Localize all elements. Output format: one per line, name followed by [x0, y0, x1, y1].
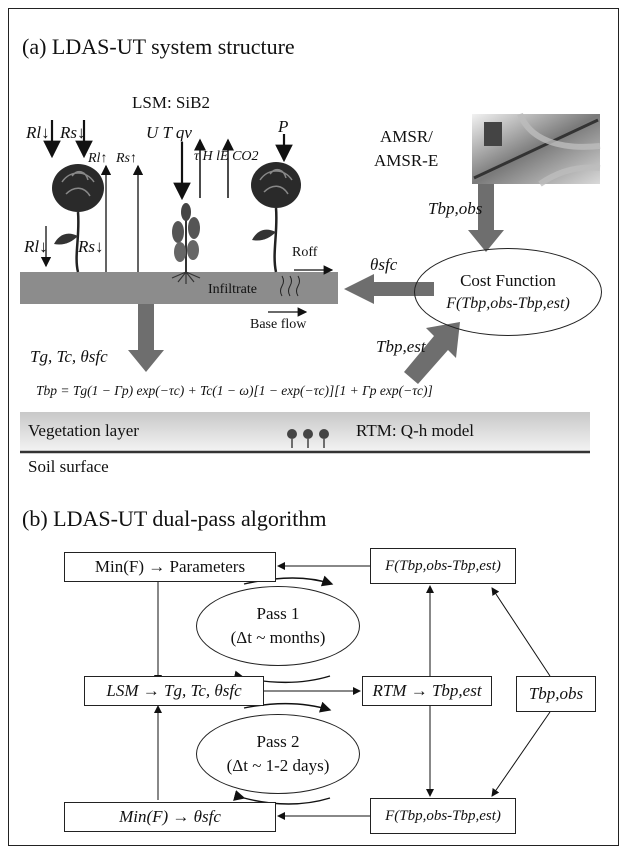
- f-bottom-box: F(Tbp,obs-Tbp,est): [370, 798, 516, 834]
- infiltration-marks: [280, 275, 300, 297]
- pass2-period: (Δt ~ 1-2 days): [226, 756, 330, 775]
- rose-icon-right: [251, 162, 301, 273]
- soil-slab: [20, 272, 338, 304]
- rtm-box: RTM → Tbp,est: [362, 676, 492, 706]
- sensor-label-1: AMSR/: [380, 127, 433, 146]
- pass1-label: Pass 1: [256, 604, 300, 623]
- flux-vars-label: τ H lE CO2: [194, 149, 259, 164]
- rtm-label: RTM: Q-h model: [356, 421, 474, 440]
- rad-label-rl-down: Rl↓: [26, 123, 50, 142]
- figure-frame: [8, 8, 619, 846]
- rad-label-rs-down: Rs↓: [60, 123, 86, 142]
- f-top-box: F(Tbp,obs-Tbp,est): [370, 548, 516, 584]
- met-vars-label: U T qv: [146, 123, 192, 142]
- tb-obs-label: Tbp,obs: [428, 199, 483, 218]
- small-trees-icon: [287, 429, 329, 448]
- lsm-box: LSM → Tg, Tc, θsfc: [84, 676, 264, 706]
- pass2-label: Pass 2: [256, 732, 300, 751]
- rad-label-under-rl: Rl↓: [24, 237, 48, 256]
- tb-est-up-arrow: [404, 322, 460, 384]
- state-down-arrow: [128, 304, 164, 372]
- panel-a-title: (a) LDAS-UT system structure: [22, 34, 295, 59]
- rad-label-under-rs: Rs↓: [78, 237, 104, 256]
- infiltrate-label: Infiltrate: [208, 282, 257, 297]
- theta-back-arrow: [344, 274, 434, 304]
- rose-icon-left: [52, 164, 104, 273]
- cost-function-ellipse: Cost Function F(Tbp,obs-Tbp,est): [414, 248, 602, 336]
- panel-b-title: (b) LDAS-UT dual-pass algorithm: [22, 506, 327, 531]
- rtm-equation: Tbp = Tg(1 − Γp) exp(−τc) + Tc(1 − ω)[1 …: [36, 383, 433, 398]
- vegetation-layer-label: Vegetation layer: [28, 421, 139, 440]
- pass2-ellipse: Pass 2 (Δt ~ 1-2 days): [196, 714, 360, 794]
- min-theta-box: Min(F) → θsfc: [64, 802, 276, 832]
- tb-obs-box: Tbp,obs: [516, 676, 596, 712]
- theta-sfc-label: θsfc: [370, 255, 398, 274]
- soil-surface-label: Soil surface: [28, 457, 109, 476]
- cost-function-title: Cost Function: [460, 271, 556, 290]
- sensor-label-2: AMSR-E: [374, 151, 439, 170]
- precip-label: P: [278, 117, 289, 136]
- satellite-body: [484, 122, 502, 146]
- rad-label-rs-up: Rs↑: [116, 151, 137, 166]
- lsm-label: LSM: SiB2: [132, 93, 210, 112]
- roff-label: Roff: [292, 245, 318, 260]
- tb-est-label: Tbp,est: [376, 337, 426, 356]
- min-params-box: Min(F) → Parameters: [64, 552, 276, 582]
- pass1-ellipse: Pass 1 (Δt ~ months): [196, 586, 360, 666]
- satellite-panel: [473, 118, 599, 180]
- base-flow-label: Base flow: [250, 317, 307, 332]
- state-vars-label: Tg, Tc, θsfc: [30, 347, 108, 366]
- plant-icon: [171, 203, 201, 284]
- pass1-period: (Δt ~ months): [230, 628, 326, 647]
- cost-function-formula: F(Tbp,obs-Tbp,est): [446, 295, 570, 312]
- rad-label-rl-up: Rl↑: [88, 151, 108, 166]
- tb-obs-down-arrow: [468, 184, 504, 252]
